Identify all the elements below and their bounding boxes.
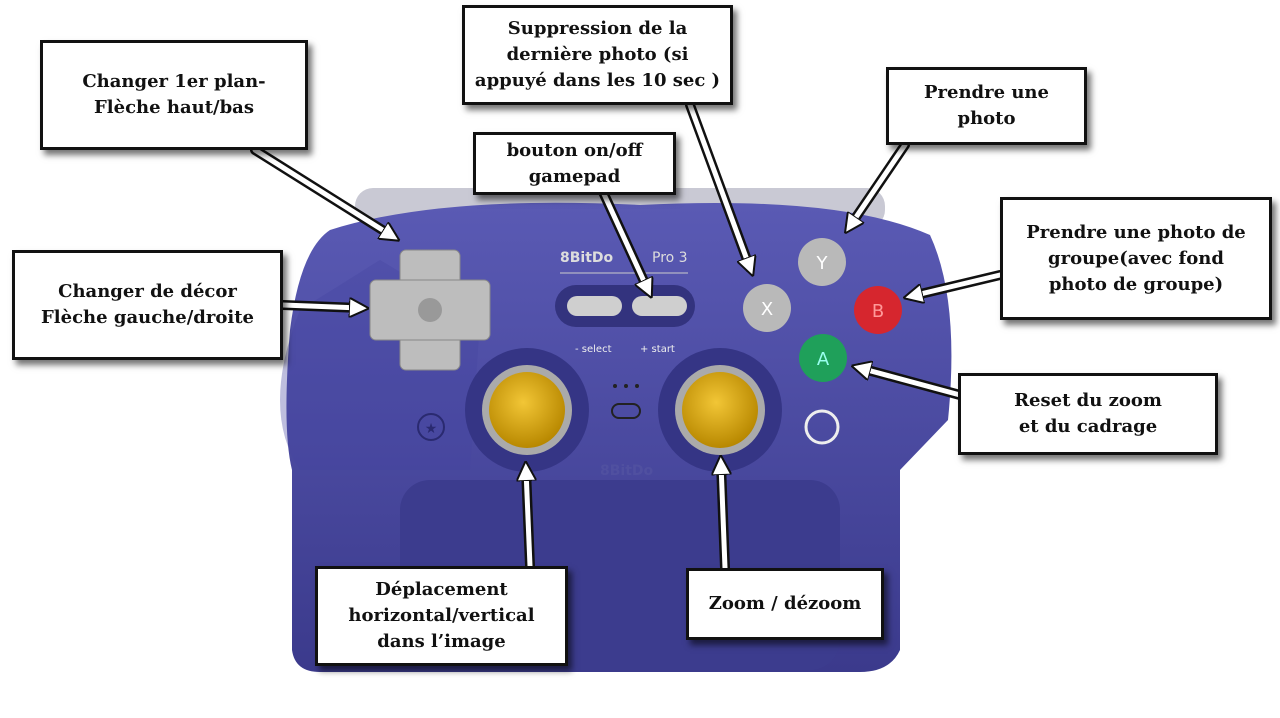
- annotation-line: groupe(avec fond: [1048, 247, 1224, 269]
- annotation-zoom: Zoom / dézoom: [686, 568, 884, 640]
- annotation-line: Prendre une: [924, 82, 1049, 103]
- annotation-power: bouton on/off gamepad: [473, 132, 676, 195]
- annotation-line: Changer 1er plan-: [82, 71, 266, 92]
- annotation-group-photo: Prendre une photo de groupe(avec fond ph…: [1000, 197, 1272, 320]
- button-y[interactable]: Y: [798, 238, 846, 286]
- button-b[interactable]: B: [854, 286, 902, 334]
- brand-logo-lower: 8BitDo: [600, 463, 654, 479]
- button-x[interactable]: X: [743, 284, 791, 332]
- dpad[interactable]: [369, 249, 491, 371]
- annotation-line: dans l’image: [377, 631, 506, 652]
- brand-logo: 8BitDo: [560, 250, 614, 266]
- star-button[interactable]: ★: [417, 413, 445, 441]
- annotation-line: bouton on/off: [506, 139, 643, 161]
- model-label: Pro 3: [652, 250, 688, 266]
- star-icon: ★: [425, 421, 438, 437]
- annotation-line: horizontal/vertical: [348, 605, 535, 626]
- annotation-line: Déplacement: [375, 579, 508, 600]
- annotation-foreground: Changer 1er plan- Flèche haut/bas: [40, 40, 308, 150]
- annotation-line: appuyé dans les 10 sec ): [474, 70, 721, 91]
- annotation-line: Flèche gauche/droite: [41, 307, 254, 328]
- annotation-line: Flèche haut/bas: [94, 97, 254, 118]
- annotation-background: Changer de décor Flèche gauche/droite: [12, 250, 283, 360]
- select-button[interactable]: [567, 296, 622, 316]
- annotation-line: gamepad: [528, 165, 621, 187]
- select-label: - select: [575, 344, 612, 355]
- right-stick[interactable]: [658, 348, 782, 472]
- left-stick[interactable]: [465, 348, 589, 472]
- svg-text:Y: Y: [816, 253, 829, 274]
- annotation-line: Suppression de la: [507, 18, 688, 39]
- annotation-line: Reset du zoom: [1014, 390, 1162, 411]
- annotation-line: photo de groupe): [1048, 273, 1224, 295]
- start-button[interactable]: [632, 296, 687, 316]
- annotation-line: photo: [957, 108, 1016, 129]
- annotation-reset-zoom: Reset du zoom et du cadrage: [958, 373, 1218, 455]
- start-label: + start: [640, 344, 675, 355]
- annotation-line: Changer de décor: [58, 281, 237, 302]
- power-button[interactable]: [611, 403, 641, 419]
- annotation-line: Prendre une photo de: [1026, 221, 1246, 243]
- button-a[interactable]: A: [799, 334, 847, 382]
- annotation-line: Zoom / dézoom: [708, 593, 862, 614]
- home-button[interactable]: [804, 409, 840, 445]
- svg-text:B: B: [872, 301, 884, 322]
- annotation-line: et du cadrage: [1018, 416, 1158, 437]
- annotation-move: Déplacement horizontal/vertical dans l’i…: [315, 566, 568, 666]
- svg-text:X: X: [761, 299, 773, 320]
- annotation-take-photo: Prendre une photo: [886, 67, 1087, 145]
- annotation-line: dernière photo (si: [506, 44, 689, 65]
- svg-text:A: A: [817, 349, 830, 370]
- annotation-delete-photo: Suppression de la dernière photo (si app…: [462, 5, 733, 105]
